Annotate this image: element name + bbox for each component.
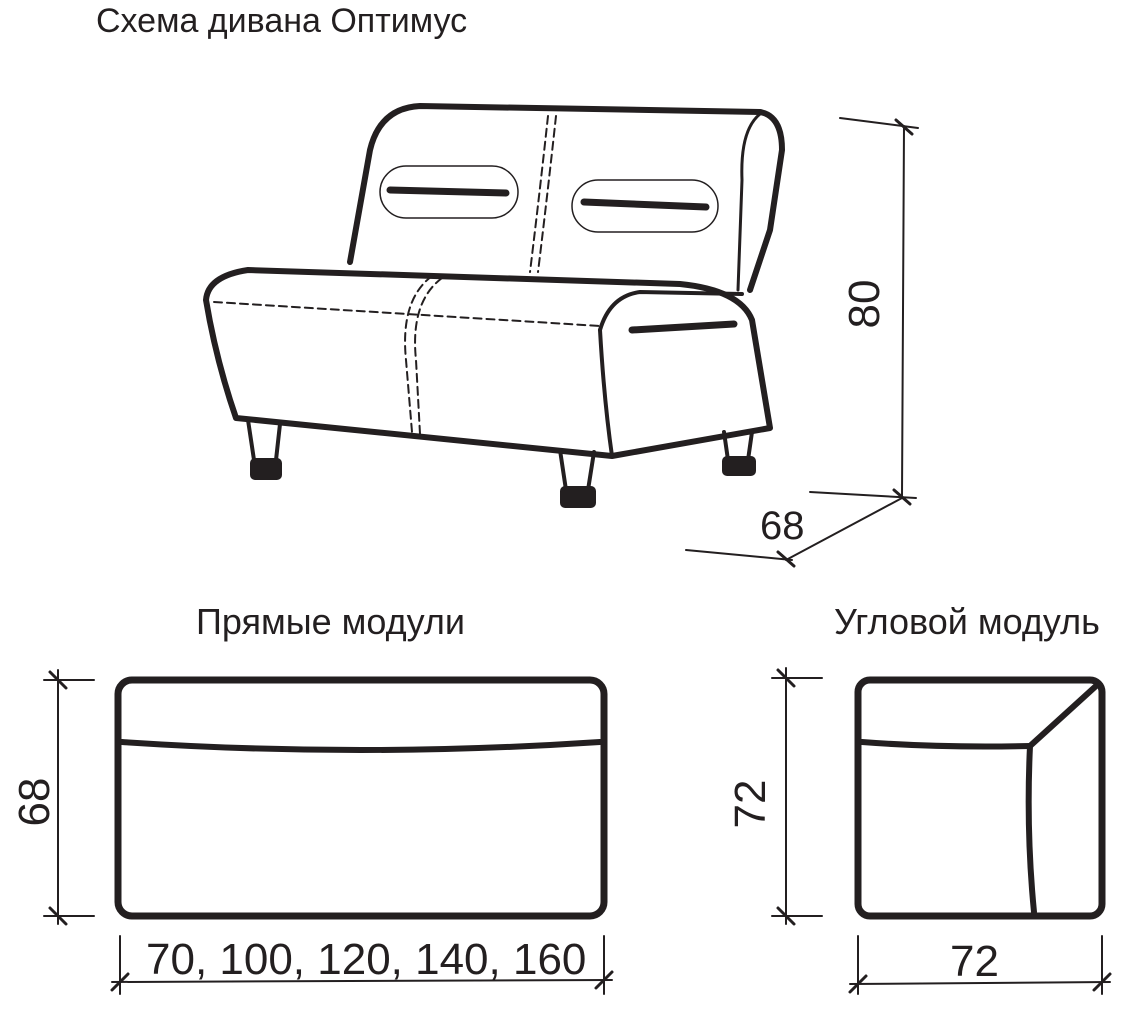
back-oval-left [379,165,519,219]
straight-modules-heading: Прямые модули [196,601,465,642]
sofa-illustration [203,103,785,508]
straight-module-plan [114,676,608,920]
corner-module-diagonal [1027,683,1099,749]
sofa-height-label: 80 [840,279,889,329]
corner-module-heading: Угловой модуль [834,601,1100,642]
corner-module-side-line [1025,743,1037,915]
sofa-height-dimension [809,117,919,506]
straight-module-outline [114,676,608,920]
corner-module-back-line [859,739,1033,750]
sofa-backrest [347,103,785,293]
corner-module-outline [854,676,1106,920]
corner-depth-label: 72 [726,779,775,829]
backrest-seam [529,115,549,273]
straight-depth-dimension [43,669,95,926]
seat-seam-horizontal [213,301,601,327]
sofa-backrest-edge [736,112,762,292]
sofa-depth-label: 68 [760,504,805,548]
straight-module-back-line [119,739,603,753]
corner-width-label: 72 [950,937,999,986]
corner-width-dimension [848,935,1112,995]
side-strap [628,320,738,334]
straight-width-dimension [110,935,614,995]
corner-depth-dimension [771,667,823,926]
back-strap-left [386,186,510,197]
seat-seam-vertical [404,275,433,433]
diagram-title: Схема дивана Оптимус [96,2,468,40]
sofa-legs [246,418,756,508]
back-oval-right [571,179,719,233]
sofa-depth-dimension [685,497,903,568]
corner-module-plan [854,676,1106,920]
sofa-seat [203,267,773,459]
back-strap-right [580,198,710,211]
straight-depth-label: 68 [10,777,59,827]
straight-widths-label: 70, 100, 120, 140, 160 [146,935,587,984]
